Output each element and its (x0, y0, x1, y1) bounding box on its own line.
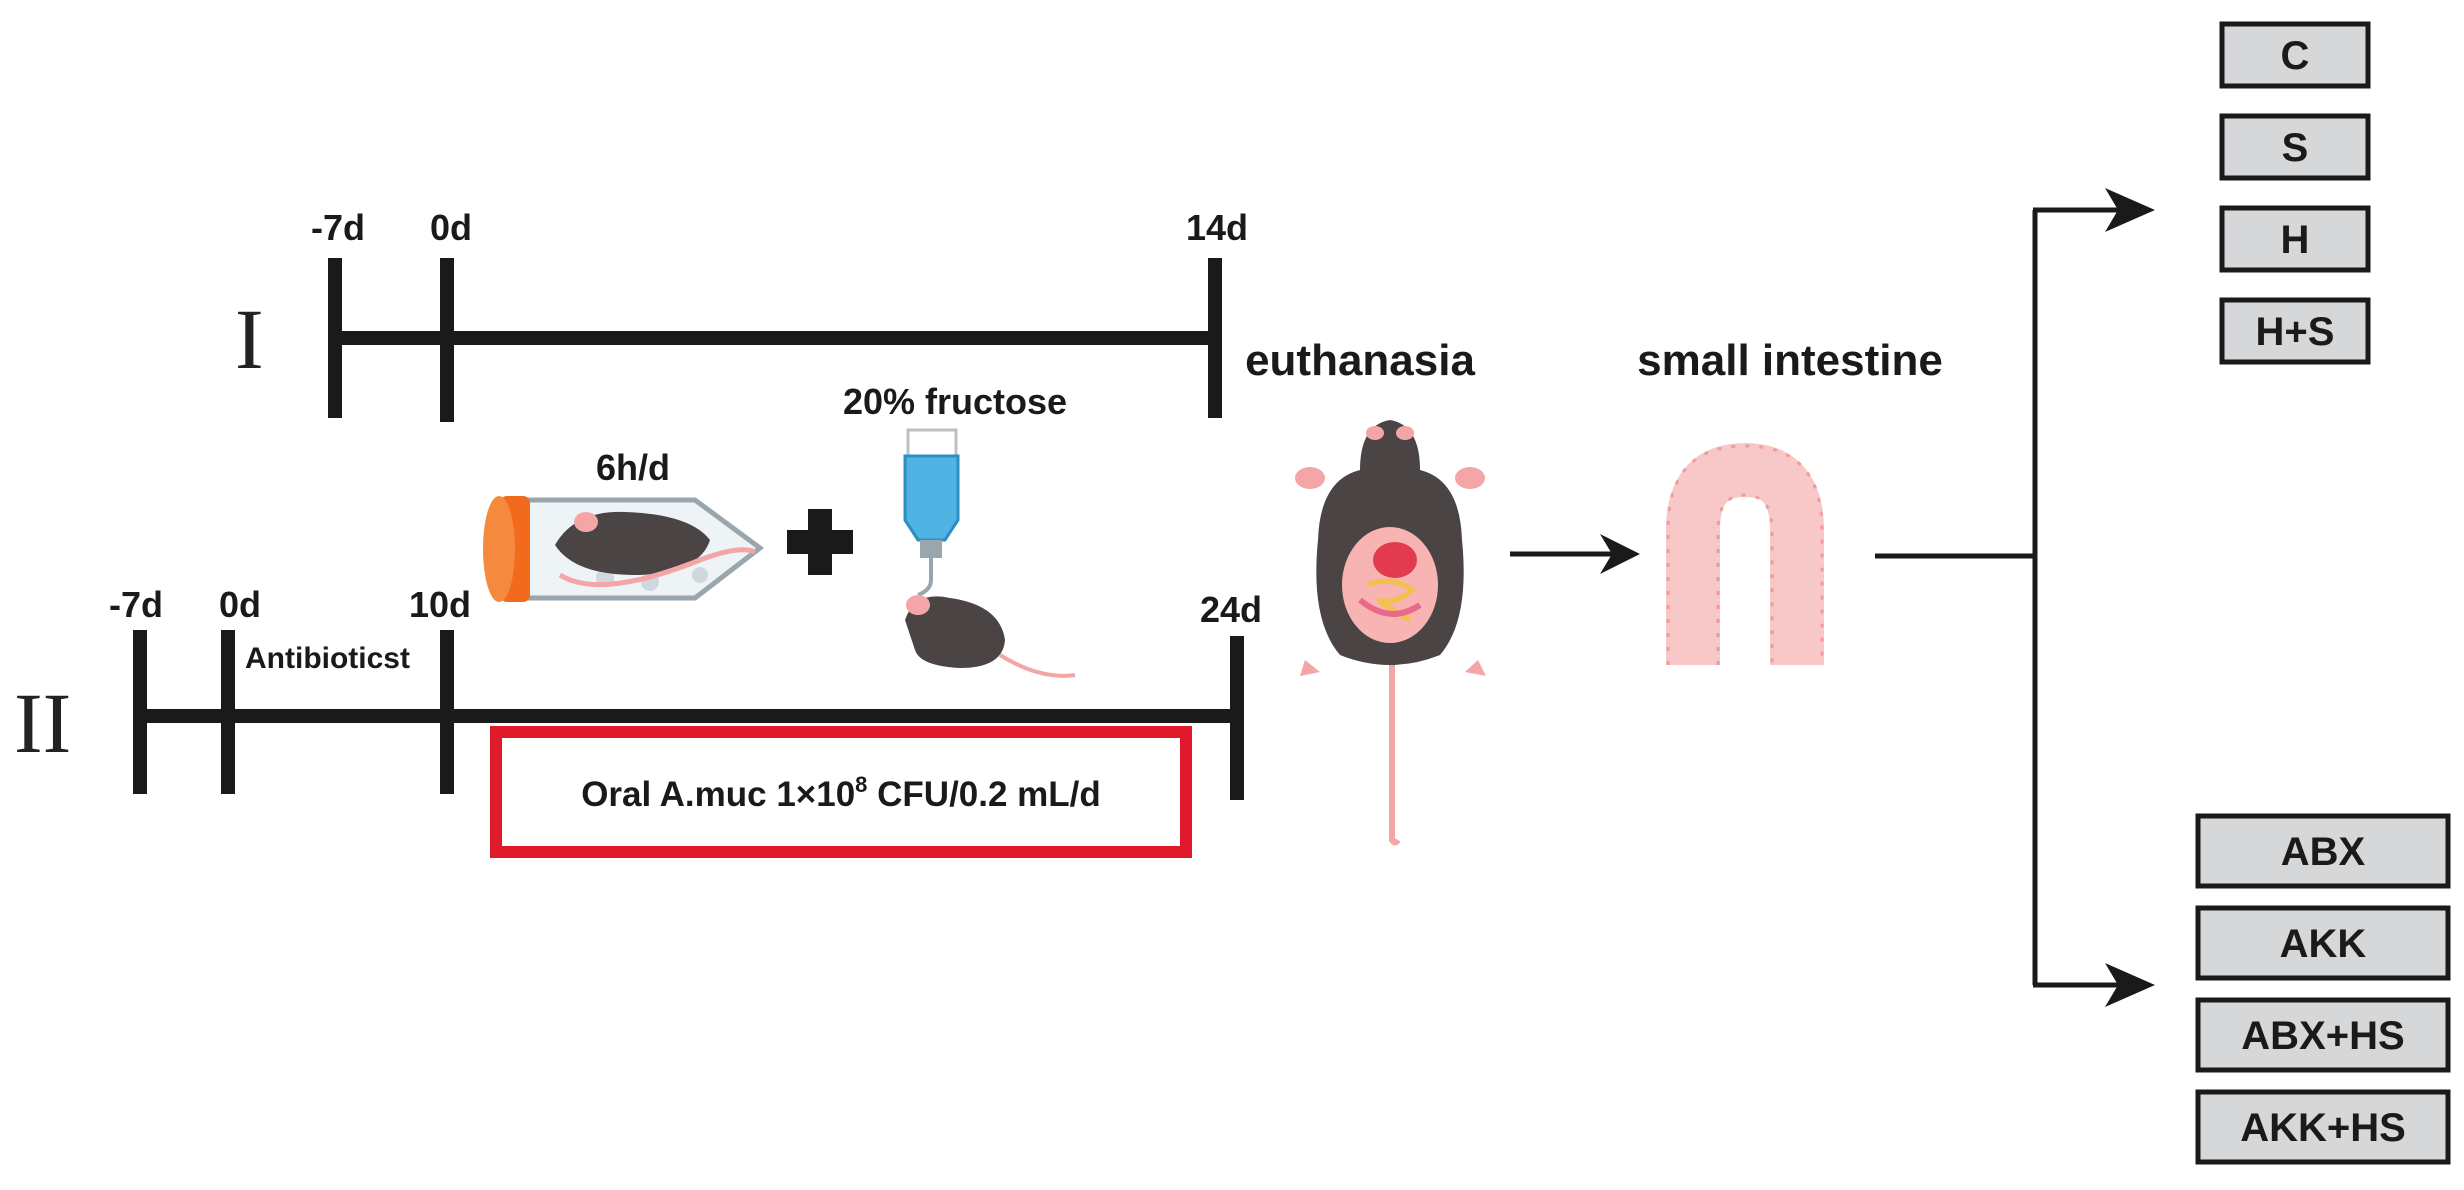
intestine-icon (1666, 442, 1824, 665)
restraint-tube-illustration: 6h/d (483, 447, 765, 602)
group-box-frame (2219, 21, 2371, 89)
group-box: AKK (2195, 905, 2451, 981)
drinking-mouse-ear-icon (906, 595, 930, 615)
group-box: C (2219, 21, 2371, 89)
group-box: H+S (2219, 297, 2371, 365)
group-box-frame (2195, 813, 2451, 889)
group-box-frame (2219, 113, 2371, 181)
treatment-border (490, 726, 1192, 858)
tube-mouse-ear-icon (574, 512, 598, 532)
timeline-one: I -7d 0d 14d (235, 207, 1248, 422)
treatment-exponent: 8 (855, 772, 867, 797)
small-intestine-step: small intestine (1637, 336, 1943, 665)
timeline-two-label-24: 24d (1200, 589, 1262, 630)
euthanasia-label: euthanasia (1245, 336, 1475, 385)
tube-cap-face-icon (483, 496, 515, 602)
group-box-label: H (2281, 218, 2310, 262)
treatment-label: Oral A.muc 1×108 CFU/0.2 mL/d (581, 772, 1101, 814)
branch-connector (1875, 188, 2155, 1007)
group-box-frame (2219, 297, 2371, 365)
group-box-label: AKK+HS (2240, 1106, 2406, 1150)
plus-icon (787, 509, 853, 575)
fructose-illustration: 20% fructose (843, 381, 1076, 678)
restraint-label: 6h/d (596, 447, 670, 488)
group-box-label: ABX+HS (2241, 1014, 2404, 1058)
drinking-mouse-icon (905, 596, 1005, 668)
arrow-to-intestine (1510, 534, 1640, 574)
treatment-box: Oral A.muc 1×108 CFU/0.2 mL/d (490, 726, 1192, 858)
small-intestine-label: small intestine (1637, 336, 1943, 385)
treatment-suffix: CFU/0.2 mL/d (867, 775, 1100, 814)
group-box-frame (2219, 205, 2371, 273)
timeline-two-label-0: 0d (219, 584, 261, 625)
timeline-one-label-0: 0d (430, 207, 472, 248)
timeline-two-roman: II (14, 675, 71, 771)
group-box: ABX (2195, 813, 2451, 889)
euthanasia-step: euthanasia (1245, 336, 1486, 846)
timeline-two: II -7d 0d 10d 24d Antibioticst (14, 584, 1262, 800)
timeline-one-roman: I (235, 291, 264, 387)
intestine-villi-inner-icon (1716, 493, 1774, 665)
group-box-label: C (2281, 34, 2310, 78)
group-list-two: ABX AKK ABX+HS AKK+HS (2195, 813, 2451, 1165)
group-box-frame (2195, 997, 2451, 1073)
timeline-one-label-14: 14d (1186, 207, 1248, 248)
bottle-top-icon (906, 428, 958, 458)
group-box-label: H+S (2256, 310, 2335, 354)
bottle-icon (903, 454, 960, 542)
group-box-frame (2195, 1089, 2451, 1165)
timeline-two-label-minus7: -7d (109, 584, 163, 625)
arrow-to-group-one-icon (2105, 188, 2155, 232)
group-box-label: AKK (2280, 922, 2367, 966)
bottle-neck-icon (920, 540, 942, 558)
drinking-mouse-tail-icon (998, 653, 1076, 678)
dissected-mouse-icon (1295, 420, 1486, 846)
tube-mouse-tail-icon (558, 547, 757, 588)
group-box-frame (2195, 905, 2451, 981)
arrow-head-icon (1600, 534, 1640, 574)
group-box: H (2219, 205, 2371, 273)
timeline-two-phase-label: Antibioticst (245, 642, 410, 675)
tube-hole-icon (692, 567, 708, 583)
fructose-label: 20% fructose (843, 381, 1067, 422)
bottle-spout-icon (917, 558, 933, 597)
group-list-one: C S H H+S (2219, 21, 2371, 365)
group-box: ABX+HS (2195, 997, 2451, 1073)
timeline-two-label-10: 10d (409, 584, 471, 625)
group-box: S (2219, 113, 2371, 181)
dissected-mouse-tail-icon (1389, 660, 1401, 846)
treatment-prefix: Oral A.muc 1×10 (581, 775, 855, 814)
group-box: AKK+HS (2195, 1089, 2451, 1165)
arrow-to-group-two-icon (2105, 963, 2155, 1007)
timeline-one-label-minus7: -7d (311, 207, 365, 248)
group-box-label: S (2282, 126, 2309, 170)
group-box-label: ABX (2281, 830, 2366, 874)
